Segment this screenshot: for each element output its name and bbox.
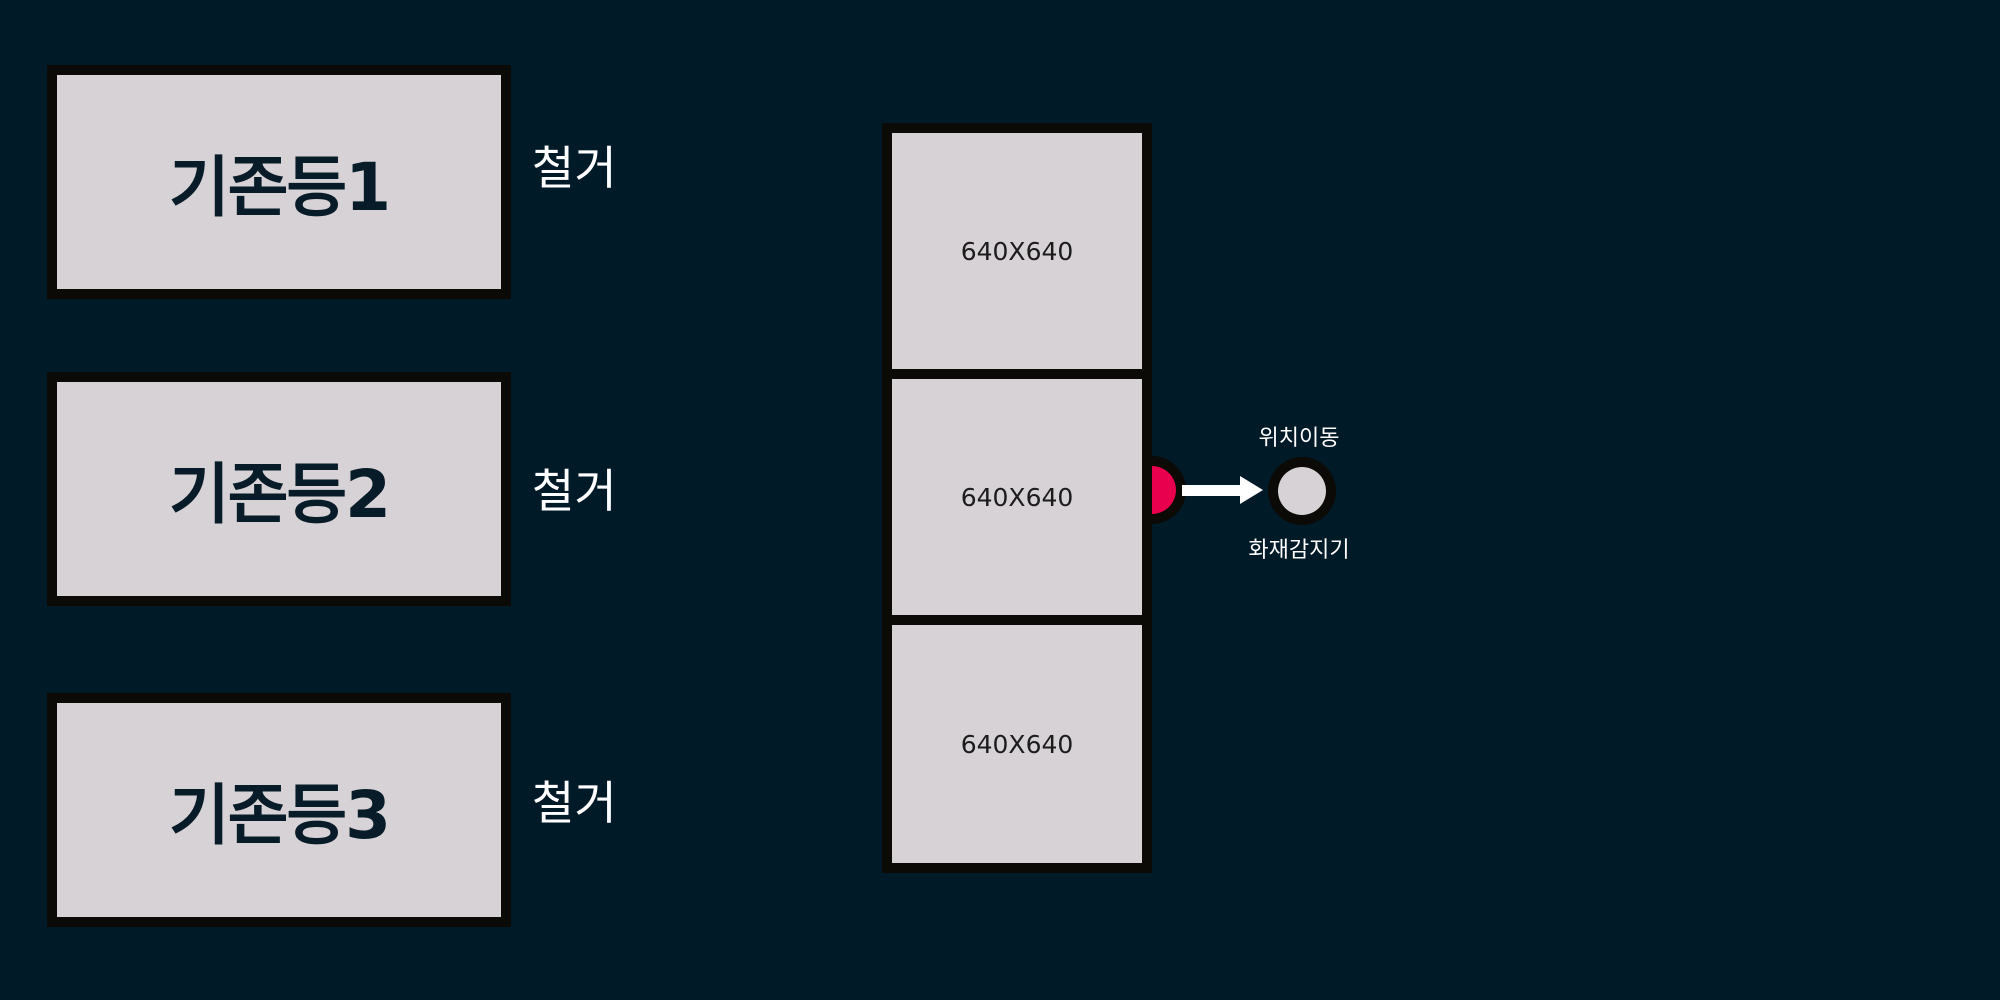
old-detector-icon (1152, 466, 1176, 514)
panel-3-label: 640X640 (960, 729, 1074, 759)
existing-light-3-remove-label: 철거 (532, 776, 617, 830)
panel-3: 640X640 (892, 625, 1142, 863)
panel-1: 640X640 (892, 133, 1142, 369)
relocation-arrow-shaft (1182, 485, 1242, 496)
new-light-fixture: 640X640 640X640 640X640 (882, 123, 1152, 873)
existing-light-1-remove-label: 철거 (532, 141, 617, 195)
existing-light-3: 기존등3 (47, 693, 511, 927)
panel-2-label: 640X640 (960, 482, 1074, 512)
existing-light-2-label: 기존등2 (168, 456, 391, 533)
fire-detector-label: 화재감지기 (1248, 538, 1350, 563)
panel-1-label: 640X640 (960, 236, 1074, 266)
detector-relocate-label: 위치이동 (1258, 426, 1340, 451)
existing-light-3-label: 기존등3 (168, 777, 391, 854)
existing-light-2-remove-label: 철거 (532, 464, 617, 518)
panel-2: 640X640 (892, 379, 1142, 615)
existing-light-1: 기존등1 (47, 65, 511, 299)
new-detector-icon (1278, 467, 1326, 515)
existing-light-2: 기존등2 (47, 372, 511, 606)
existing-light-1-label: 기존등1 (168, 149, 391, 226)
relocation-arrow-head (1240, 476, 1263, 504)
